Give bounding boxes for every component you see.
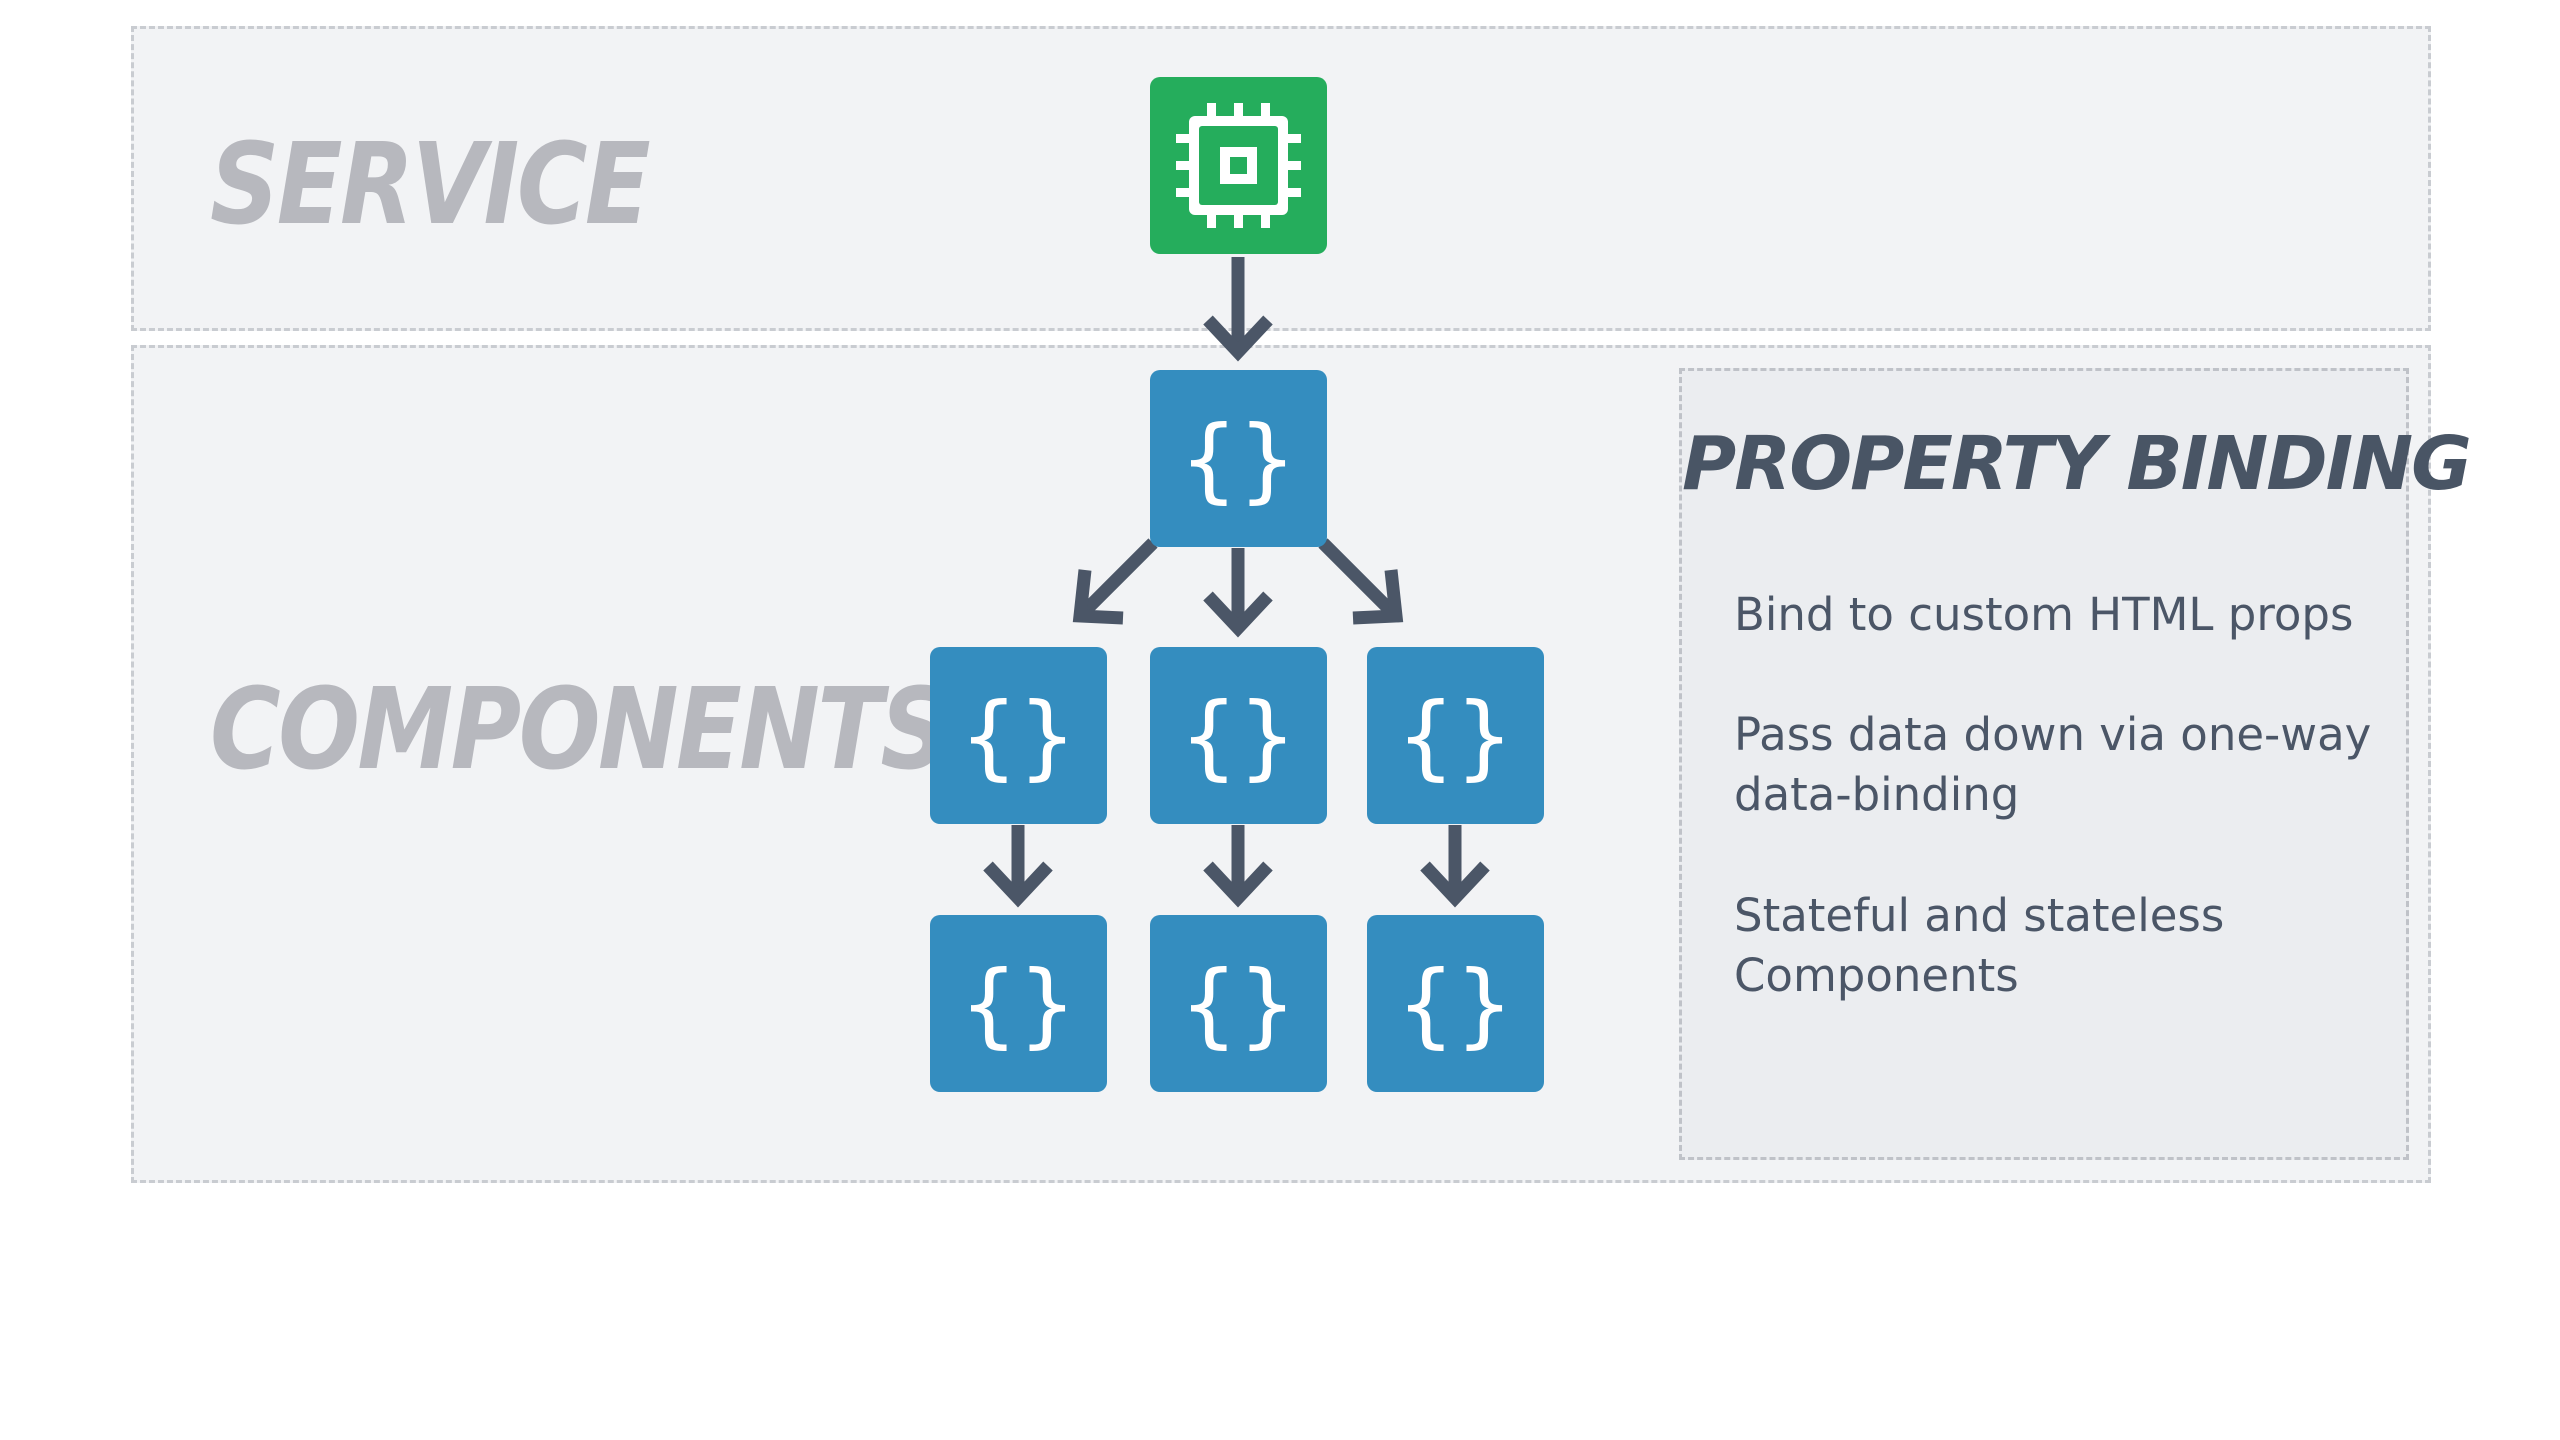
curly-braces-icon: {}: [1179, 683, 1296, 790]
curly-braces-icon: {}: [1396, 951, 1513, 1058]
curly-braces-icon: {}: [1396, 683, 1513, 790]
panel-item: Pass data down via one-way data-binding: [1734, 708, 2372, 821]
panel-item: Stateful and stateless Components: [1734, 889, 2225, 1002]
component-node: {}: [1150, 370, 1327, 547]
arrow-down-icon: [1203, 825, 1273, 908]
panel-title: PROPERTY BINDING: [1682, 421, 2472, 507]
service-label: SERVICE: [210, 120, 651, 250]
arrow-down-icon: [1203, 257, 1273, 362]
panel-item: Bind to custom HTML props: [1734, 588, 2354, 641]
curly-braces-icon: {}: [1179, 951, 1296, 1058]
component-node: {}: [1150, 915, 1327, 1092]
component-node: {}: [930, 647, 1107, 824]
arrow-down-icon: [1420, 825, 1490, 908]
property-binding-panel: PROPERTY BINDING Bind to custom HTML pro…: [1679, 368, 2472, 1160]
component-node: {}: [1367, 647, 1544, 824]
arrows: [983, 257, 1490, 908]
arrow-down-icon: [1072, 538, 1158, 625]
components-label: COMPONENTS: [210, 665, 950, 795]
curly-braces-icon: {}: [959, 683, 1076, 790]
curly-braces-icon: {}: [959, 951, 1076, 1058]
arrow-down-icon: [983, 825, 1053, 908]
arrow-down-icon: [1318, 538, 1404, 625]
component-node: {}: [930, 915, 1107, 1092]
service-node: [1150, 77, 1327, 254]
component-node: {}: [1367, 915, 1544, 1092]
component-node: {}: [1150, 647, 1327, 824]
curly-braces-icon: {}: [1179, 406, 1296, 513]
cpu-chip-icon: [1176, 103, 1301, 228]
arrow-down-icon: [1203, 548, 1273, 638]
